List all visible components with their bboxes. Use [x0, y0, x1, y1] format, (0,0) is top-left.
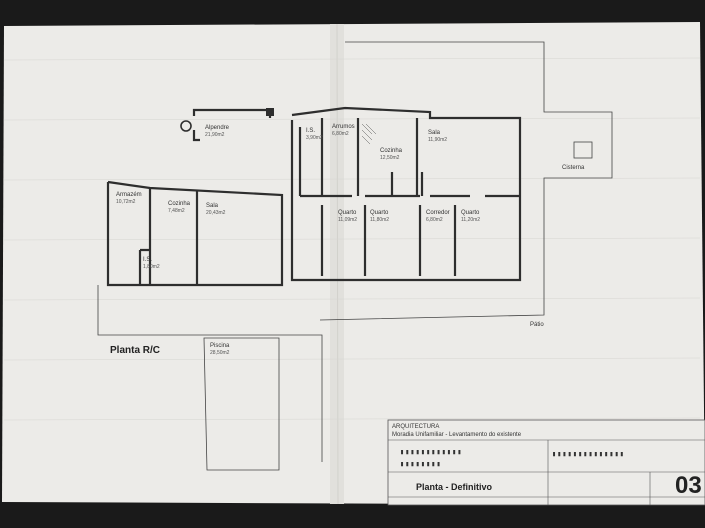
cisterna-box [573, 141, 593, 159]
title-block-drawing-title: Planta - Definitivo [416, 482, 493, 492]
sheet-number: 03 [675, 472, 702, 499]
label-cisterna: Cisterna [562, 165, 585, 171]
room-is-left: I.S.1,80m2 [143, 257, 160, 270]
column-circle [180, 120, 192, 132]
title-block-project: Moradia Unifamiliar - Levantamento do ex… [392, 432, 522, 438]
room-is-top: I.S.3,90m2 [306, 128, 323, 141]
terrain-outline [97, 41, 613, 471]
label-patio: Pátio [530, 322, 544, 328]
redacted-line-1: ▮▮▮▮▮▮▮▮▮▮▮▮ [400, 448, 463, 456]
title-block-discipline: ARQUITECTURA [392, 424, 440, 430]
column-square [266, 108, 274, 116]
redacted-line-2: ▮▮▮▮▮▮▮▮ [400, 460, 442, 468]
plan-title: Planta R/C [110, 345, 161, 356]
walls [106, 106, 522, 287]
redacted-line-3: ▮▮▮▮▮▮▮▮▮▮▮▮▮▮ [552, 450, 626, 458]
title-block [387, 419, 705, 506]
stairs-hatch [361, 123, 377, 145]
